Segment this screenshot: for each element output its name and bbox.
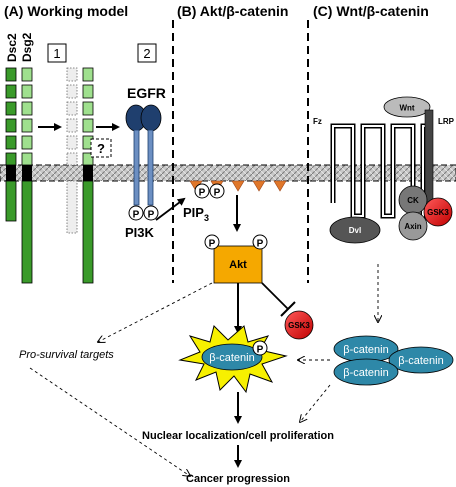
inhibit-bar (280, 301, 296, 317)
gsk3-sphere-c (423, 197, 453, 227)
egfr-receptor (125, 104, 162, 206)
bcat-label-b: β-catenin (209, 352, 254, 364)
akt-box (213, 245, 263, 284)
nuclear-label: Nuclear localization/cell proliferation (142, 430, 334, 442)
ck-label: CK (407, 196, 419, 205)
dsg2-truncated (82, 67, 94, 284)
panel-a-title: (A) Working model (4, 3, 128, 19)
step1-label: 1 (53, 46, 60, 61)
cell-membrane (0, 164, 456, 182)
panel-b-title: (B) Akt/β-catenin (177, 3, 288, 19)
pip3-label: PIP3 (183, 205, 209, 223)
svg-text:P: P (148, 210, 155, 221)
dvl-protein (329, 216, 381, 244)
svg-text:β-catenin: β-catenin (343, 344, 388, 356)
dvl-label: Dvl (349, 226, 361, 235)
gsk3-label-b: GSK3 (288, 321, 310, 330)
cancer-label: Cancer progression (186, 473, 290, 485)
dsc2-protein (5, 67, 17, 222)
step1-box (47, 43, 67, 63)
fz-label: Fz (313, 117, 322, 126)
step2-box (137, 43, 157, 63)
axin-protein (398, 211, 428, 241)
svg-text:β-catenin: β-catenin (398, 355, 443, 367)
dsg2-cleaved-dotted (66, 67, 78, 234)
svg-text:β-catenin: β-catenin (343, 367, 388, 379)
dashed-akt-prosurvival (98, 282, 213, 342)
dsg2-protein (21, 67, 33, 284)
akt-phosphates: P P (204, 234, 268, 250)
egfr-label: EGFR (127, 85, 166, 101)
dashed-prosurvival-cancer (29, 367, 190, 476)
svg-text:P: P (214, 188, 221, 199)
question-box (90, 138, 112, 158)
lrp-coreceptor (424, 109, 434, 203)
bcat-phosphate-label: P (257, 345, 264, 356)
gsk3-label-c: GSK3 (427, 208, 449, 217)
svg-text:P: P (199, 188, 206, 199)
bcat-phosphate (252, 340, 268, 356)
akt-label: Akt (229, 259, 247, 271)
wnt-label: Wnt (399, 104, 414, 113)
dashed-cluster-nuclear (300, 384, 331, 422)
inhibit-akt-gsk3 (261, 282, 289, 310)
pro-survival-label: Pro-survival targets (19, 349, 114, 361)
bcat-cluster: β-catenin β-catenin β-catenin (333, 335, 454, 386)
dsg2-label: Dsg2 (20, 32, 34, 62)
lrp-label: LRP (438, 117, 455, 126)
svg-text:P: P (133, 210, 140, 221)
egfr-phosphates: P P (128, 205, 159, 221)
question-label: ? (97, 141, 105, 156)
axin-label: Axin (404, 222, 421, 231)
wnt-ligand (383, 96, 431, 118)
pip-phosphates: P P (194, 183, 225, 199)
dsc2-label: Dsc2 (5, 33, 19, 62)
bcat-ellipse-b (201, 343, 263, 371)
gsk3-sphere-b (284, 310, 314, 340)
panel-c-title: (C) Wnt/β-catenin (313, 3, 429, 19)
svg-text:P: P (209, 239, 216, 250)
arrow-pi3k-pip3 (155, 197, 186, 221)
pi3k-label: PI3K (125, 225, 155, 240)
svg-text:P: P (257, 239, 264, 250)
step2-label: 2 (143, 46, 150, 61)
